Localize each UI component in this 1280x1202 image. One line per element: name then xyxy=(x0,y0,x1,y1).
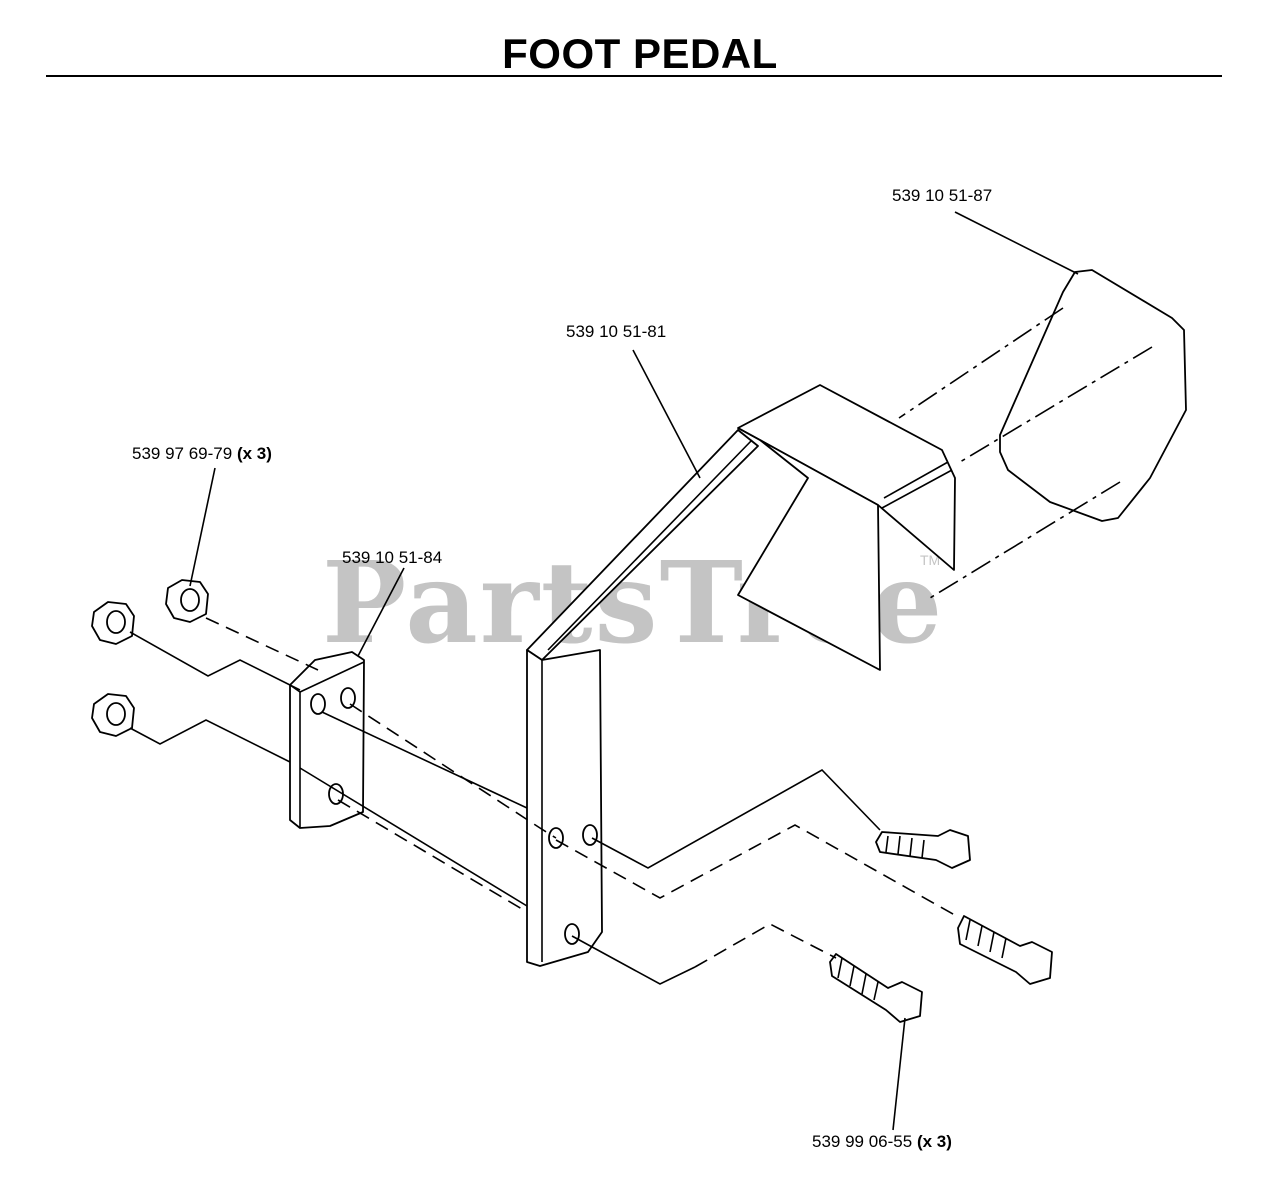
hex-nut-icon xyxy=(91,579,209,737)
pedal-arm-icon xyxy=(526,384,956,967)
callout-clamp-plate: 539 10 51-84 xyxy=(342,548,442,568)
callout-pedal-arm: 539 10 51-81 xyxy=(566,322,666,342)
title-divider xyxy=(46,75,1222,77)
callout-part-number: 539 97 69-79 xyxy=(132,444,233,463)
callout-part-number: 539 10 51-84 xyxy=(342,548,443,567)
clamp-plate-icon xyxy=(289,651,365,829)
callout-quantity: (x 3) xyxy=(236,444,272,463)
callout-quantity: (x 3) xyxy=(916,1132,952,1151)
callout-part-number: 539 99 06-55 xyxy=(812,1132,913,1151)
callout-part-number: 539 10 51-87 xyxy=(892,186,993,205)
watermark-tm: TM xyxy=(920,552,941,568)
hex-bolt-icon xyxy=(829,829,1053,1023)
callout-pedal-pad: 539 10 51-87 xyxy=(892,186,992,206)
leader-lines xyxy=(189,211,1079,1131)
page-title: FOOT PEDAL xyxy=(502,30,778,77)
callout-hex-bolt: 539 99 06-55 (x 3) xyxy=(812,1132,952,1152)
assembly-lines xyxy=(129,617,961,985)
callout-hex-nut: 539 97 69-79 (x 3) xyxy=(132,444,272,464)
callout-part-number: 539 10 51-81 xyxy=(566,322,667,341)
pedal-pad-icon xyxy=(898,269,1187,599)
